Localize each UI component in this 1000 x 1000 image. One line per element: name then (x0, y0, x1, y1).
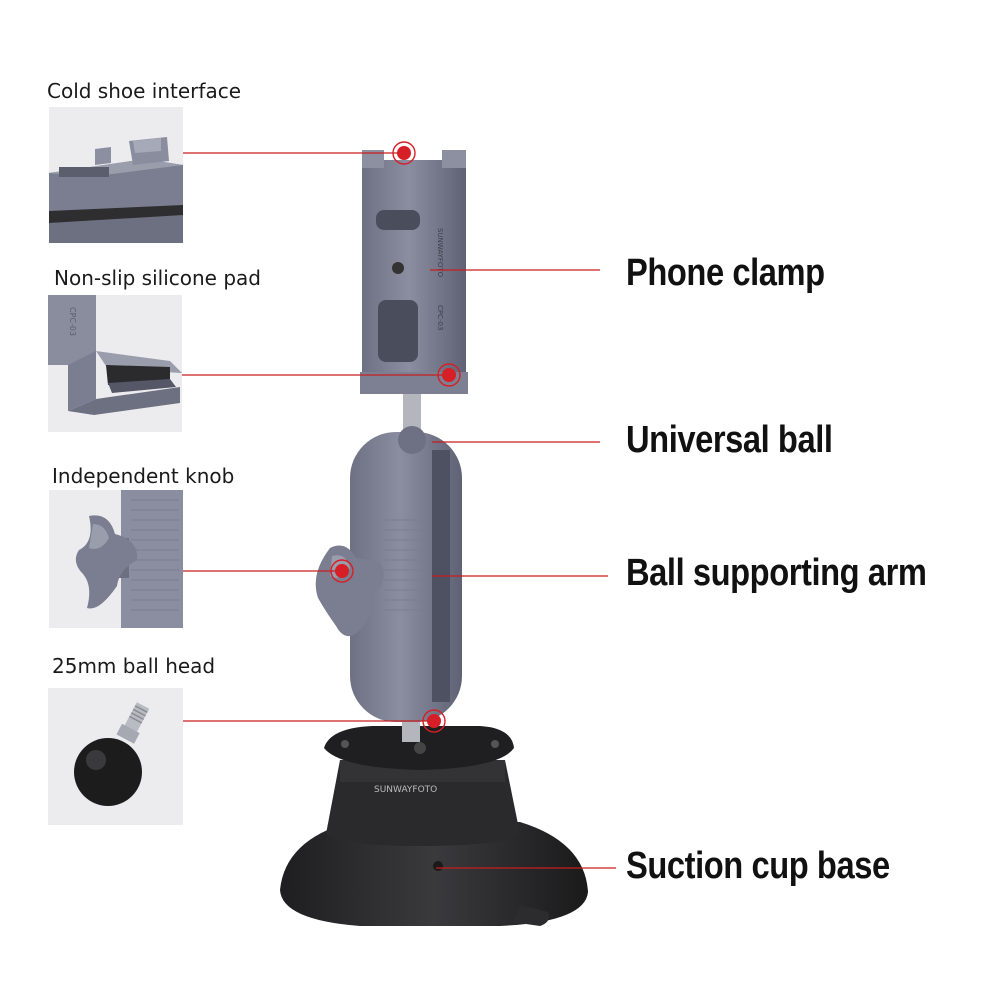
marker-cold-shoe (392, 141, 416, 165)
clamp-model-label: CPC-03 (436, 305, 444, 330)
ball-arm-label: Ball supporting arm (626, 552, 927, 594)
cold-shoe-caption: Cold shoe interface (47, 79, 242, 103)
clamp-brand-label: SUNWAYFOTO (436, 228, 444, 278)
base-brand-label: SUNWAYFOTO (374, 785, 437, 795)
ball-supporting-arm (315, 432, 462, 722)
suction-cup-base: SUNWAYFOTO (280, 726, 588, 926)
suction-base-label: Suction cup base (626, 845, 890, 887)
silicone-pad-thumbnail: CPC-03 (48, 295, 182, 432)
marker-ball-head (422, 709, 446, 733)
svg-text:CPC-03: CPC-03 (68, 307, 77, 336)
knob-caption: Independent knob (52, 464, 235, 488)
universal-ball-label: Universal ball (626, 419, 833, 461)
phone-clamp-label: Phone clamp (626, 252, 825, 294)
silicone-pad-caption: Non-slip silicone pad (54, 266, 261, 290)
cold-shoe-thumbnail (49, 107, 183, 243)
marker-knob (330, 559, 354, 583)
marker-silicone-pad (437, 363, 461, 387)
ball-head-thumbnail (48, 688, 183, 825)
phone-clamp: SUNWAYFOTO CPC-03 (360, 150, 468, 394)
knob-thumbnail (49, 490, 183, 628)
ball-head-caption: 25mm ball head (52, 654, 216, 678)
